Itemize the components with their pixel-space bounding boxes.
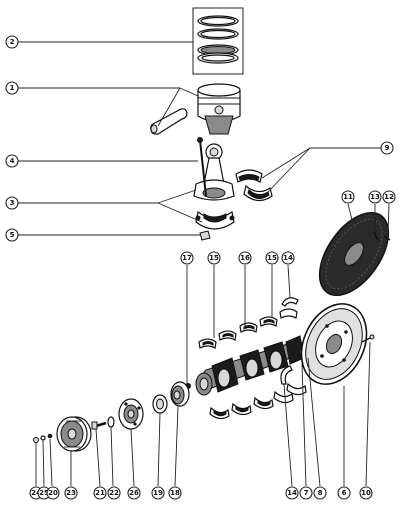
callout-2-label: 2 [10, 38, 15, 46]
callout-22: 22 [107, 486, 121, 500]
callout-16-label: 16 [240, 254, 250, 262]
callout-10-label: 10 [361, 489, 371, 497]
thrust-washer-top [281, 297, 299, 307]
callout-19-front: 19 [151, 486, 165, 500]
callout-23: 23 [64, 486, 78, 500]
callout-17: 17 [180, 251, 194, 265]
callout-12: 12 [382, 190, 396, 204]
callout-7: 7 [299, 486, 313, 500]
callout-13: 13 [368, 190, 382, 204]
rod-cap [195, 210, 235, 230]
callout-11-label: 11 [343, 193, 353, 201]
crank-gear [170, 381, 190, 407]
callout-12-label: 12 [384, 193, 394, 201]
callout-19-front-label: 19 [153, 489, 163, 497]
callout-8: 8 [313, 486, 327, 500]
piston-pin [150, 108, 188, 135]
small-bolts [373, 231, 391, 241]
bolt [91, 421, 107, 430]
main-bearings-upper [198, 308, 298, 349]
pulley [56, 416, 92, 452]
callout-7-label: 7 [304, 489, 309, 497]
callout-24-label: 24 [31, 489, 41, 497]
callout-22-label: 22 [109, 489, 119, 497]
callout-5: 5 [5, 228, 19, 242]
callout-21-label: 21 [95, 489, 105, 497]
callout-20-label: 20 [48, 489, 58, 497]
callout-14-top-label: 14 [283, 254, 293, 262]
callout-14-top: 14 [281, 251, 295, 265]
oil-seal [152, 394, 168, 414]
callout-15-second-label: 15 [267, 254, 277, 262]
callout-14-bottom-label: 14 [287, 489, 297, 497]
connecting-rod [193, 137, 235, 201]
callout-25-label: 25 [39, 489, 49, 497]
callout-15-second: 15 [265, 251, 279, 265]
main-bearings-lower [209, 382, 307, 420]
pulley-hardware [33, 433, 53, 443]
callout-14-bottom: 14 [285, 486, 299, 500]
callout-15-upper: 15 [207, 251, 221, 265]
callout-17-label: 17 [182, 254, 192, 262]
callout-21: 21 [93, 486, 107, 500]
callout-20: 20 [46, 486, 60, 500]
leader-lines [18, 41, 390, 487]
flywheel [300, 303, 368, 385]
callout-5-label: 5 [10, 231, 15, 239]
callout-11: 11 [341, 190, 355, 204]
callout-26: 26 [127, 486, 141, 500]
rod-nut [199, 230, 211, 241]
piston-rings [192, 7, 244, 75]
callout-15-upper-label: 15 [209, 254, 219, 262]
callout-4: 4 [5, 154, 19, 168]
callout-1-label: 1 [10, 84, 15, 92]
flex-plate [318, 211, 390, 297]
callout-4-label: 4 [10, 157, 15, 165]
callout-8-label: 8 [318, 489, 323, 497]
callout-2: 2 [5, 35, 19, 49]
callout-1: 1 [5, 81, 19, 95]
callout-16: 16 [238, 251, 252, 265]
callout-6: 6 [337, 486, 351, 500]
callout-18-label: 18 [170, 489, 180, 497]
callout-23-label: 23 [66, 489, 76, 497]
hub [118, 398, 144, 430]
callout-6-label: 6 [342, 489, 347, 497]
callout-18: 18 [168, 486, 182, 500]
washer [107, 416, 115, 428]
callout-3: 3 [5, 196, 19, 210]
callout-13-label: 13 [370, 193, 380, 201]
piston [197, 83, 241, 135]
rod-bearings [235, 169, 273, 202]
callout-9: 9 [380, 141, 394, 155]
callout-26-label: 26 [129, 489, 139, 497]
thrust-washer [280, 365, 293, 385]
callout-10: 10 [359, 486, 373, 500]
callout-3-label: 3 [10, 199, 15, 207]
callout-9-label: 9 [385, 144, 390, 152]
flywheel-bolt [361, 334, 375, 343]
